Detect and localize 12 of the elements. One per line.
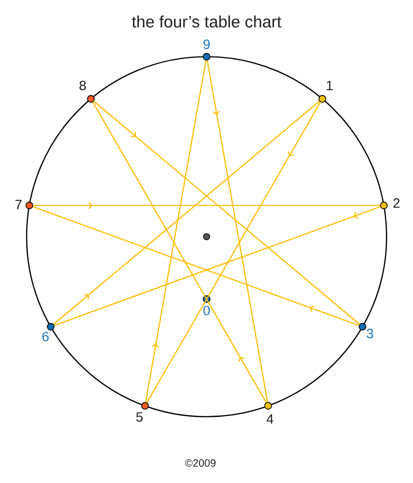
number-label: 0 [203,306,210,316]
number-label: 3 [366,328,374,338]
number-label: 1 [326,80,333,90]
title: the four’s table chart [132,15,282,28]
number-label: 2 [393,198,400,208]
number-label: 6 [42,332,49,342]
number-label: 5 [136,412,143,422]
number-label: 7 [15,200,22,210]
number-label: 4 [266,414,274,424]
copyright-note: ©2009 [185,459,216,467]
number-label: 9 [203,40,210,50]
number-label: 8 [80,80,86,90]
